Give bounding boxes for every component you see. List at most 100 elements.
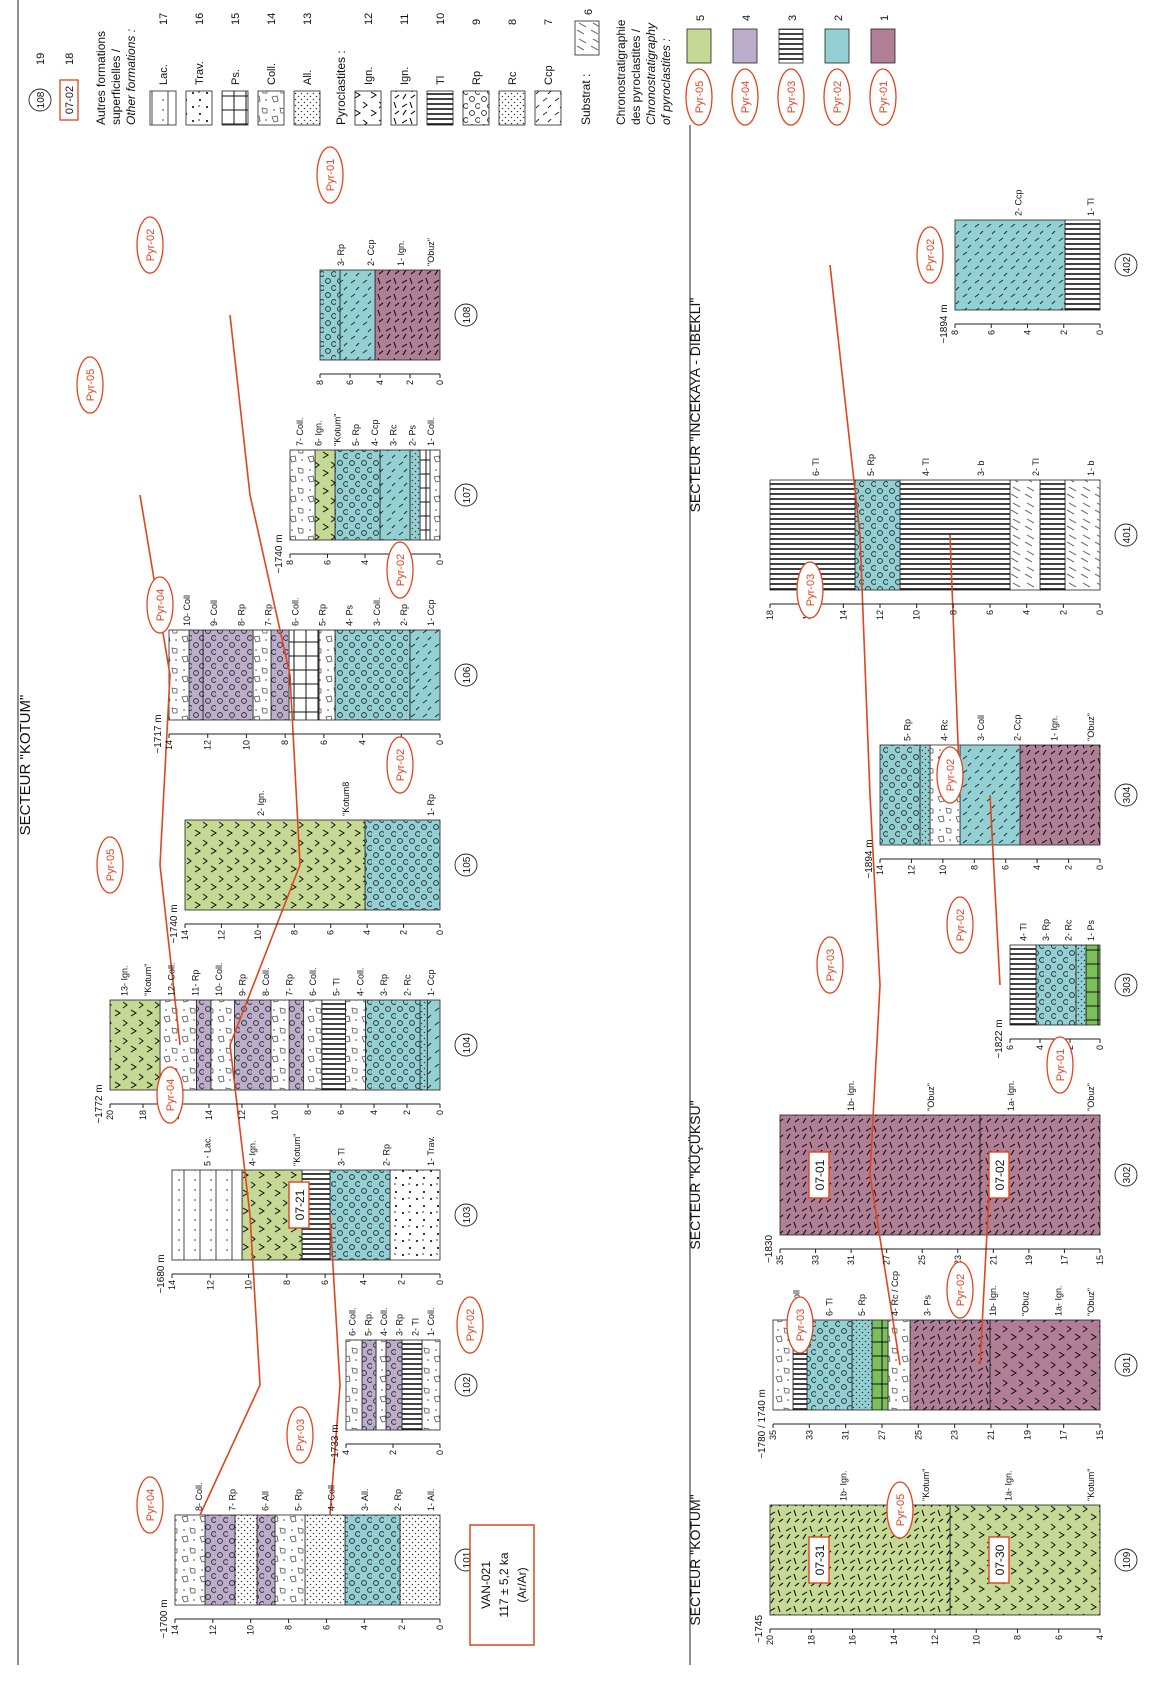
legend-item-abbr-3: Ps. <box>230 69 242 85</box>
column-401-layer-3-pattern <box>1010 480 1040 590</box>
column-109-layer-1-pattern <box>950 1505 1100 1615</box>
column-104-label-3: 12- Coll. <box>167 962 177 996</box>
legend-pyro-num-5: 8 <box>507 19 519 25</box>
column-302-tick-label: 33 <box>811 1255 821 1265</box>
column-106-altitude: ~1717 m <box>153 714 164 753</box>
chrono-tag-16: Pyr-03 <box>825 949 837 981</box>
column-108-layer-1-pattern <box>375 270 440 360</box>
legend-pyro-swatch-2-pattern <box>391 91 417 125</box>
legend-pyro-swatch-1-pattern <box>355 91 381 125</box>
column-106-layer-3-pattern <box>319 630 335 720</box>
column-102-label-6: 1- Coll. <box>426 1307 436 1336</box>
column-104-label-13: 2- Rc <box>402 974 412 996</box>
column-301-tick-label: 33 <box>804 1430 814 1440</box>
column-303-id: 303 <box>1122 976 1133 993</box>
legend-chrono-num-5: 1 <box>879 15 891 21</box>
legend-chrono-tag-1: Pyr-05 <box>694 81 706 113</box>
column-102-layer-4-pattern <box>376 1340 386 1430</box>
column-103-altitude: ~1680 m <box>156 1254 167 1293</box>
column-108-label-4: "Obuz" <box>426 238 436 266</box>
column-109-label-4: "Kotum" <box>1086 1469 1096 1501</box>
legend-chrono-tag-2: Pyr-04 <box>740 81 752 113</box>
column-302-tick-label: 25 <box>917 1255 927 1265</box>
column-301-label-3: 5- Rp <box>857 1294 867 1316</box>
legend-pyro-abbr-5: Rc <box>507 71 519 85</box>
column-107-layer-2-pattern <box>420 450 430 540</box>
column-304-label-4: 2- Ccp <box>1013 714 1023 741</box>
column-108-layer-2-pattern <box>340 270 375 360</box>
column-101-tick-label: 14 <box>170 1625 180 1635</box>
chrono-tag-19: Pyr-03 <box>805 574 817 606</box>
column-105-tick-label: 12 <box>216 930 226 940</box>
column-402-altitude: ~1894 m <box>939 304 950 343</box>
legend-sample-tag: 07-02 <box>64 86 76 114</box>
legend-sample-num: 18 <box>64 53 76 65</box>
column-109-layer-2-pattern <box>770 1505 950 1615</box>
column-103-tick-label: 6 <box>320 1280 330 1285</box>
column-104-layer-7-pattern <box>289 1000 304 1090</box>
column-104-tick-label: 6 <box>336 1110 346 1115</box>
column-104-tick-label: 0 <box>435 1110 445 1115</box>
chrono-tag-3: Pyr-02 <box>465 1309 477 1341</box>
column-104-layer-2-pattern <box>420 1000 427 1090</box>
column-101-label-3: 6- All <box>260 1491 270 1511</box>
column-401-tick-label: 4 <box>1022 610 1032 615</box>
column-109-tick-label: 6 <box>1054 1635 1064 1640</box>
column-402-tick-label: 0 <box>1095 330 1105 335</box>
column-301-tick-label: 17 <box>1059 1430 1069 1440</box>
sample-07-02: 07-02 <box>993 1159 1007 1190</box>
legend-pyro-num-3: 10 <box>435 13 447 25</box>
column-105-altitude: ~1740 m <box>169 904 180 943</box>
column-301-label-8: "Obuz <box>1021 1291 1031 1316</box>
column-107-layer-1-pattern <box>430 450 440 540</box>
column-102-altitude: ~1733 m <box>330 1424 341 1463</box>
column-101-label-6: 3- All. <box>360 1488 370 1511</box>
column-303-tick-label: 0 <box>1095 1045 1105 1050</box>
column-101-label-4: 5- Rp <box>294 1489 304 1511</box>
column-108-tick-label: 6 <box>345 380 355 385</box>
column-104-layer-8-pattern <box>271 1000 289 1090</box>
column-401-label-3: 4- Tl <box>921 458 931 476</box>
column-301-layer-6-pattern <box>807 1320 852 1410</box>
column-105-tick-label: 2 <box>399 930 409 935</box>
legend-substrat-num: 6 <box>583 9 595 15</box>
column-109-label-3: 1a- Ign. <box>1004 1470 1014 1501</box>
column-302-tick-label: 35 <box>775 1255 785 1265</box>
column-106-label-8: 3- Coll. <box>372 597 382 626</box>
legend-pyro-abbr-4: Rp <box>471 71 483 85</box>
column-107-id: 107 <box>462 486 473 503</box>
column-301-layer-5-pattern <box>852 1320 872 1410</box>
column-304-label-3: 3- Coll <box>976 715 986 741</box>
column-101-label-7: 2- Rp <box>393 1489 403 1511</box>
column-105-layer-1-pattern <box>365 820 440 910</box>
column-104-layer-5-pattern <box>322 1000 346 1090</box>
column-103-layer-2-pattern <box>330 1170 390 1260</box>
column-401-layer-2-pattern <box>1040 480 1065 590</box>
legend-chrono-swatch-3-pattern <box>779 29 803 63</box>
column-302-label-4: "Obuz" <box>1086 1083 1096 1111</box>
column-103-tick-label: 2 <box>397 1280 407 1285</box>
column-105-layer-2-pattern <box>185 820 365 910</box>
column-103-tick-label: 4 <box>358 1280 368 1285</box>
legend-autres-fr2: superficielles / <box>109 48 123 125</box>
column-106-tick-label: 10 <box>241 740 251 750</box>
column-101-tick-label: 2 <box>397 1625 407 1630</box>
secteur-ingekaya-title: SECTEUR "INCEKAYA - DIBEKLI" <box>687 298 703 513</box>
legend-pyro-abbr-1: Ign. <box>363 67 375 85</box>
column-104-layer-9-pattern <box>235 1000 271 1090</box>
legend-chrono-num-3: 3 <box>787 15 799 21</box>
column-106-tick-label: 8 <box>280 740 290 745</box>
column-104-label-1: 13- Ign. <box>120 965 130 996</box>
column-402-label-1: 2- Ccp <box>1014 189 1024 216</box>
legend-chrono-fr1: Chronostratigraphie <box>614 19 628 125</box>
column-104-label-5: 10- Coll. <box>214 962 224 996</box>
column-107-layer-6-pattern <box>315 450 335 540</box>
column-106-layer-1-pattern <box>410 630 440 720</box>
column-103-label-3: "Kotum" <box>292 1134 302 1166</box>
legend-chrono-en1: Chronostratigraphy <box>644 22 658 125</box>
legend-chrono-swatch-1 <box>687 29 711 63</box>
column-301-label-9: 1a- Ign. <box>1053 1285 1063 1316</box>
column-103-tick-label: 0 <box>435 1280 445 1285</box>
sample-07-01: 07-01 <box>813 1159 827 1190</box>
column-107-altitude: ~1740 m <box>274 534 285 573</box>
